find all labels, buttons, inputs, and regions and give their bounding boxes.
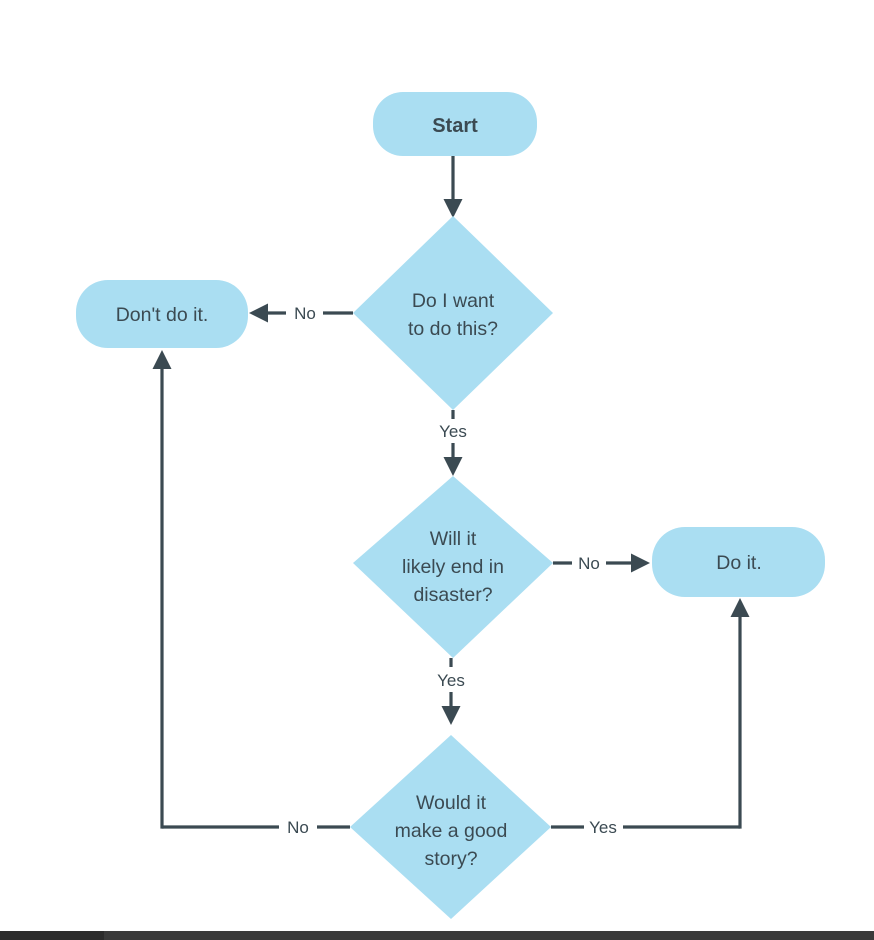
node-story-shape[interactable] [350, 735, 551, 919]
edge-start-to-want [443, 156, 463, 218]
arrowhead-disaster-yes-story [441, 706, 461, 725]
edge-label-want-no: No [294, 304, 316, 323]
node-story-label-line-1: Would it [416, 792, 487, 814]
edge-label-disaster-no: No [578, 554, 600, 573]
arrowhead-story-no-dont [152, 350, 172, 369]
edge-disaster-no-do: No [553, 553, 650, 573]
node-do-shape[interactable] [652, 527, 825, 597]
node-disaster-shape[interactable] [353, 476, 553, 658]
edge-disaster-yes-story: Yes [437, 658, 465, 725]
arrowhead-story-yes-do [730, 598, 750, 617]
node-want-label-line-1: Do I want [412, 290, 495, 312]
node-story-label-line-3: story? [424, 848, 477, 870]
node-start-label: Start [432, 115, 478, 137]
arrowhead-start-to-want [443, 199, 463, 218]
horizontal-scrollbar[interactable] [0, 931, 874, 940]
edge-story-yes-do: Yes [551, 598, 750, 837]
node-disaster-label-line-1: Will it [430, 528, 477, 550]
edge-label-story-no: No [287, 818, 309, 837]
horizontal-scrollbar-thumb[interactable] [0, 931, 104, 940]
edge-label-disaster-yes: Yes [437, 671, 465, 690]
node-want-label-line-2: to do this? [408, 318, 498, 340]
node-dont-shape[interactable] [76, 280, 248, 348]
arrowhead-disaster-no-do [631, 553, 650, 573]
node-disaster-label-line-2: likely end in [402, 556, 504, 578]
node-start-shape[interactable] [373, 92, 537, 156]
node-start[interactable]: Start [373, 92, 537, 156]
arrowhead-want-yes-disaster [443, 457, 463, 476]
edge-story-no-dont: No [152, 350, 350, 837]
node-want-shape[interactable] [353, 216, 553, 410]
edge-label-story-yes: Yes [589, 818, 617, 837]
node-do[interactable]: Do it. [652, 527, 825, 597]
node-disaster-label-line-3: disaster? [413, 584, 492, 606]
node-want[interactable]: Do I want to do this? [353, 216, 553, 410]
arrowhead-want-no-dont [249, 303, 268, 323]
node-dont[interactable]: Don't do it. [76, 280, 248, 348]
node-do-label: Do it. [716, 552, 762, 574]
node-story[interactable]: Would it make a good story? [350, 735, 551, 919]
edge-want-no-dont: No [249, 303, 353, 323]
node-story-label-line-2: make a good [395, 820, 508, 842]
edge-label-want-yes: Yes [439, 422, 467, 441]
edge-want-yes-disaster: Yes [439, 410, 467, 476]
node-dont-label: Don't do it. [116, 304, 209, 326]
node-disaster[interactable]: Will it likely end in disaster? [353, 476, 553, 658]
